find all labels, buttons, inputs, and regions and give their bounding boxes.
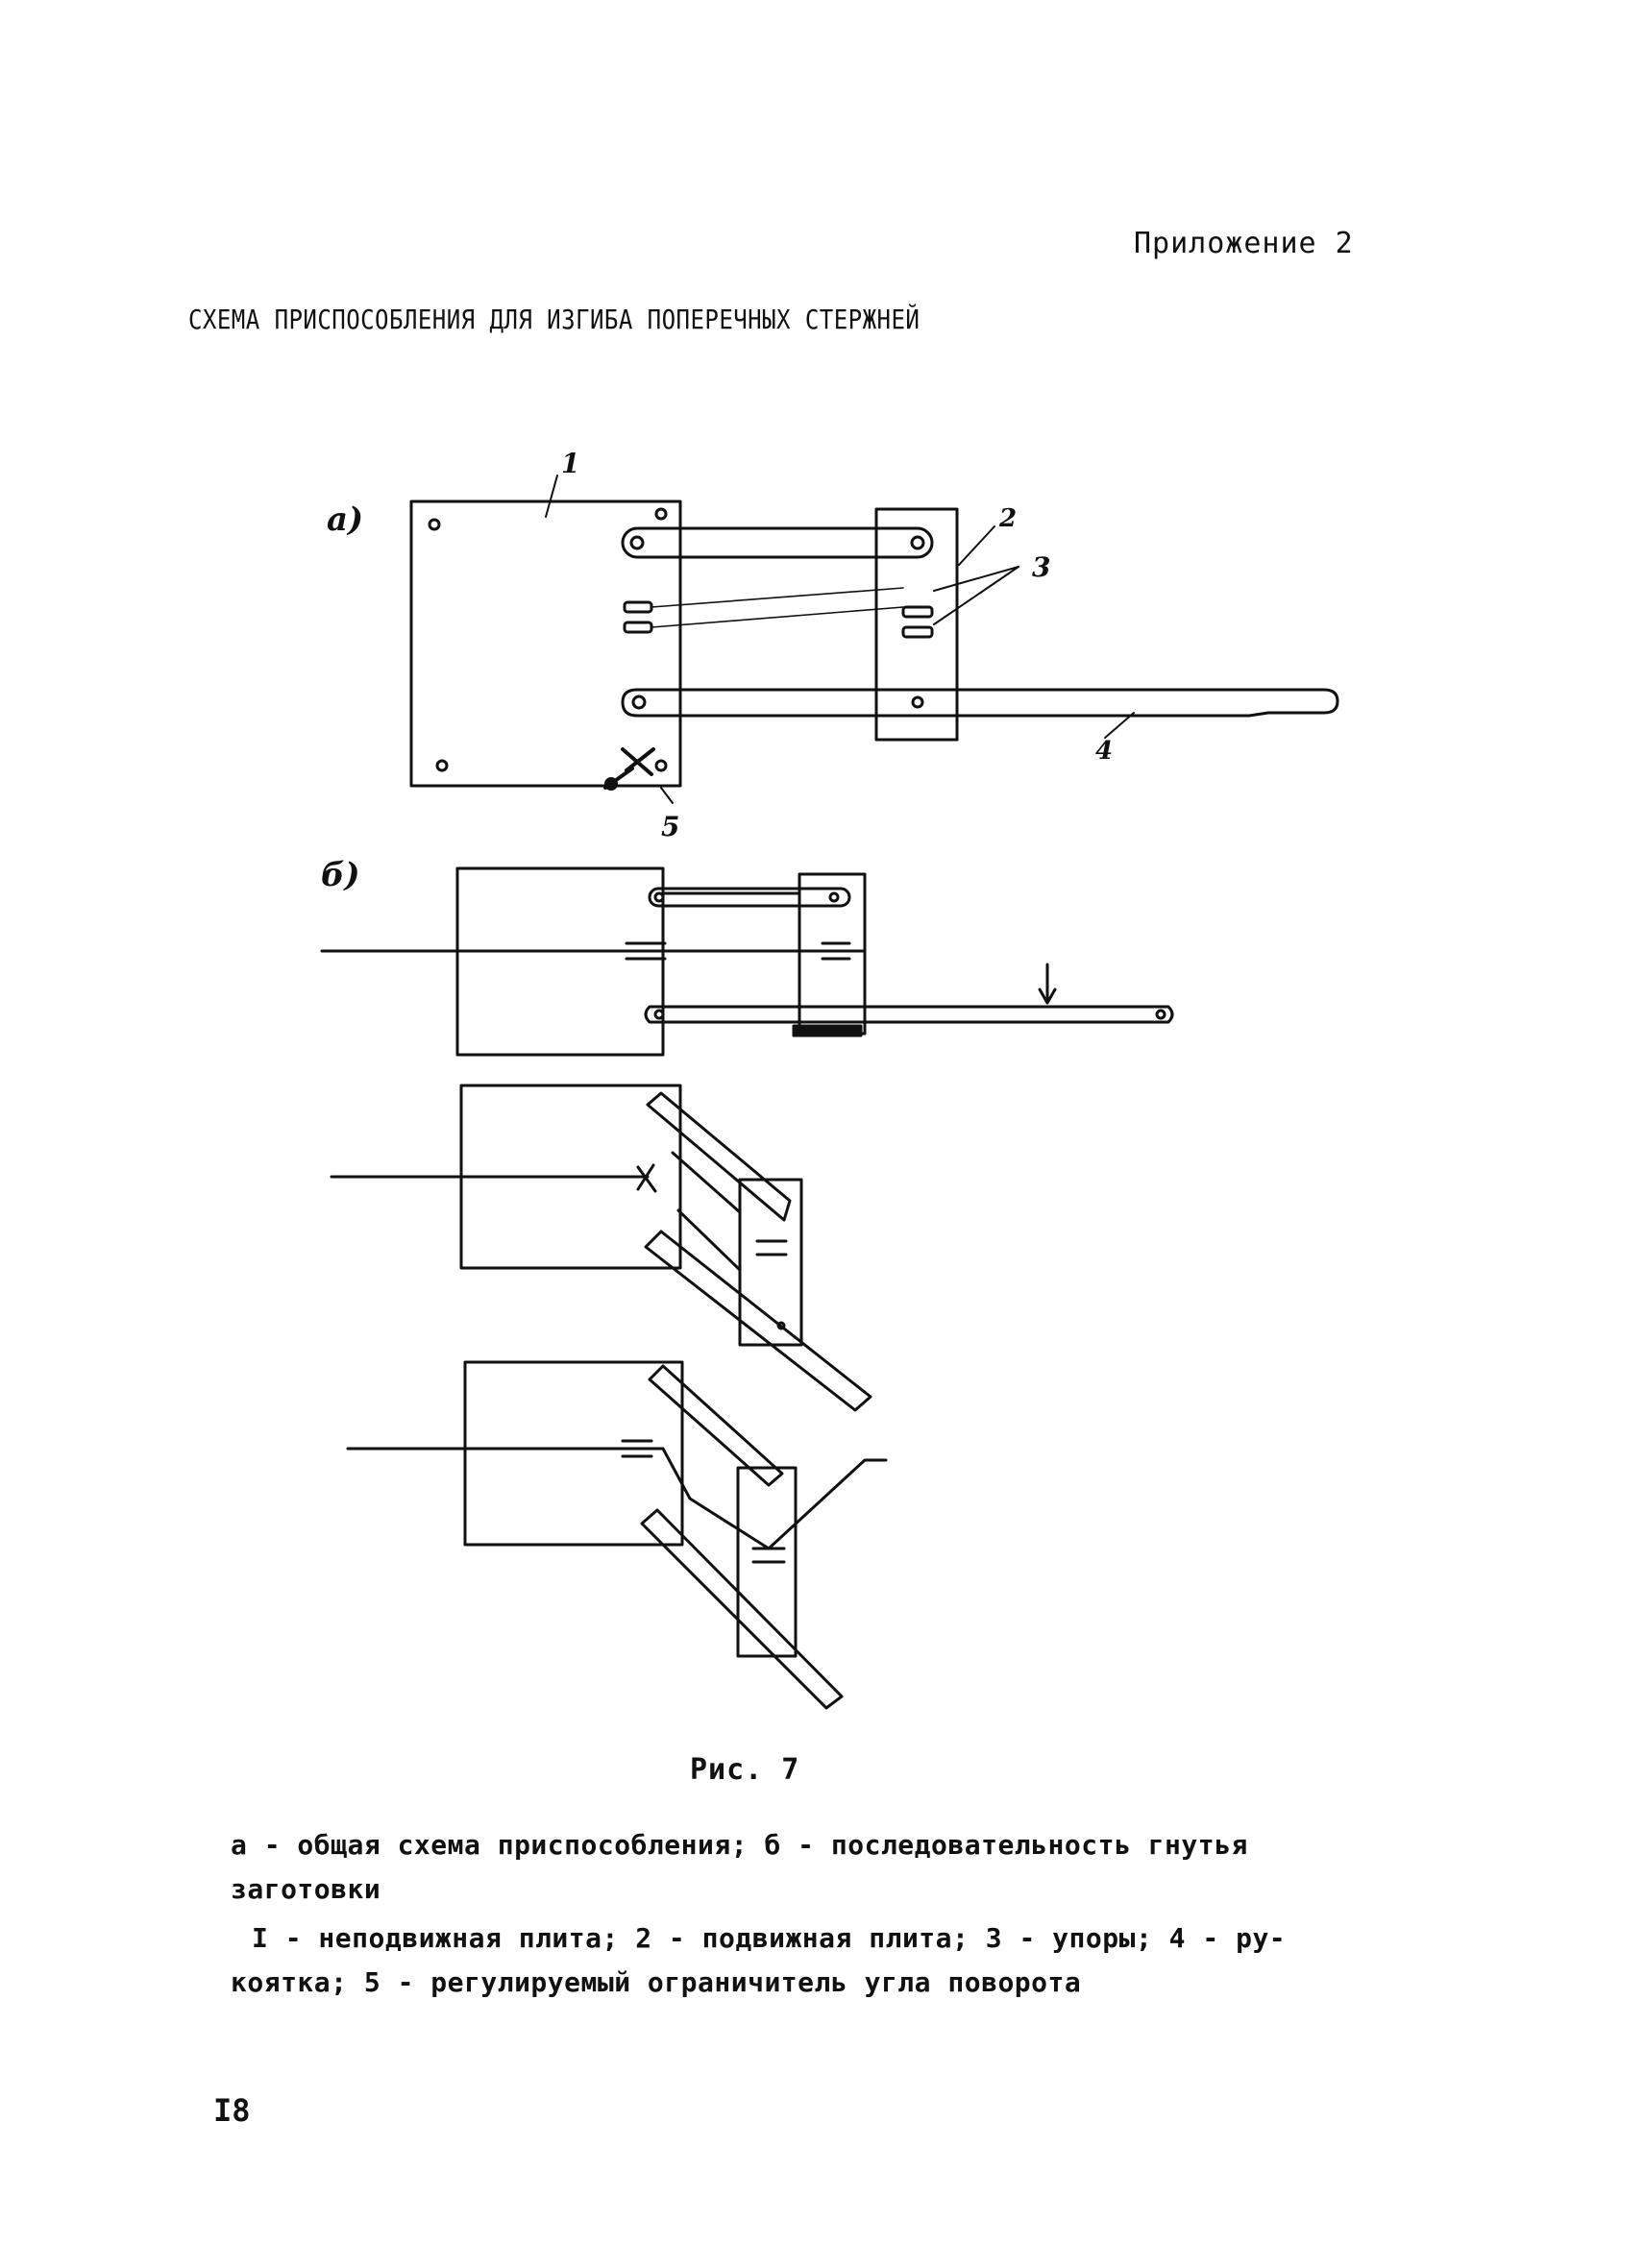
scheme-b-step3 bbox=[346, 1360, 888, 1710]
upper-link-bar bbox=[621, 526, 934, 559]
figure-caption: Рис. 7 bbox=[690, 1753, 800, 1787]
part-number-1: 1 bbox=[561, 448, 579, 479]
page-number: I8 bbox=[213, 2092, 251, 2129]
appendix-label: Приложение 2 bbox=[1134, 227, 1354, 260]
sublabel-a: а) bbox=[327, 500, 363, 539]
legend-line-text: I - неподвижная плита; 2 - подвижная пли… bbox=[252, 1922, 1287, 1954]
legend-line: заготовки bbox=[231, 1873, 381, 1905]
page-title: СХЕМА ПРИСПОСОБЛЕНИЯ ДЛЯ ИЗГИБА ПОПЕРЕЧН… bbox=[188, 304, 921, 335]
part-number-4: 4 bbox=[1095, 737, 1113, 766]
scheme-a bbox=[409, 475, 1339, 804]
scheme-b-step2 bbox=[330, 1084, 872, 1412]
legend-parts: I - неподвижная плита; 2 - подвижная пли… bbox=[231, 1916, 1480, 2005]
legend-line: а - общая схема приспособления; б - посл… bbox=[231, 1829, 1248, 1861]
legend-line: I - неподвижная плита; 2 - подвижная пли… bbox=[231, 1916, 1480, 1961]
legend-line: коятка; 5 - регулируемый ограничитель уг… bbox=[231, 1966, 1082, 1998]
part-number-2: 2 bbox=[998, 504, 1017, 533]
legend-description: а - общая схема приспособления; б - посл… bbox=[231, 1823, 1480, 1912]
lower-link-bar-handle bbox=[621, 688, 1339, 718]
part-number-3: 3 bbox=[1032, 551, 1050, 583]
movable-plate bbox=[874, 507, 959, 742]
part-number-5: 5 bbox=[661, 811, 679, 842]
sublabel-b: б) bbox=[321, 856, 360, 894]
fixed-plate bbox=[409, 500, 682, 788]
scheme-b-step1 bbox=[320, 866, 1174, 1057]
angle-limiter-icon bbox=[603, 747, 655, 791]
